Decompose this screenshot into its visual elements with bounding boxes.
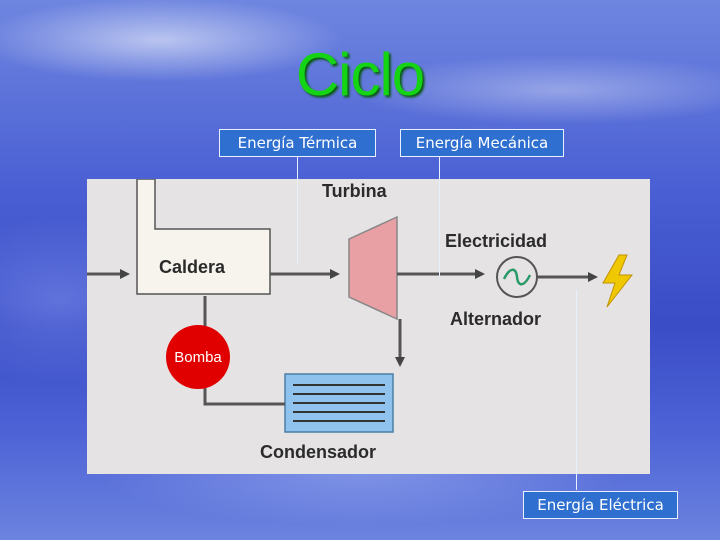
boiler: Caldera [136, 179, 271, 295]
pump-label: Bomba [174, 348, 222, 366]
turbine: Turbina [322, 181, 398, 321]
thermal-energy-label: Energía Térmica [219, 129, 376, 157]
electrical-energy-label: Energía Eléctrica [523, 491, 678, 519]
turbine-label: Turbina [322, 181, 388, 201]
lightning-icon [602, 254, 634, 308]
pump-badge: Bomba [166, 325, 230, 389]
mechanical-energy-label: Energía Mecánica [400, 129, 564, 157]
alternator-icon [496, 256, 538, 298]
condenser: Condensador [260, 373, 394, 462]
cycle-svg: Caldera Turbina Electricidad Alternador [87, 179, 634, 462]
alternator-label: Alternador [450, 309, 541, 329]
thermal-lead-line [297, 157, 298, 265]
electrical-lead-line [576, 290, 577, 490]
condenser-label: Condensador [260, 442, 376, 462]
slide-title: Ciclo [295, 41, 425, 108]
boiler-label: Caldera [159, 257, 226, 277]
power-cycle-diagram: Caldera Turbina Electricidad Alternador [87, 179, 650, 474]
electricity-label: Electricidad [445, 231, 547, 251]
mechanical-lead-line [439, 157, 440, 277]
